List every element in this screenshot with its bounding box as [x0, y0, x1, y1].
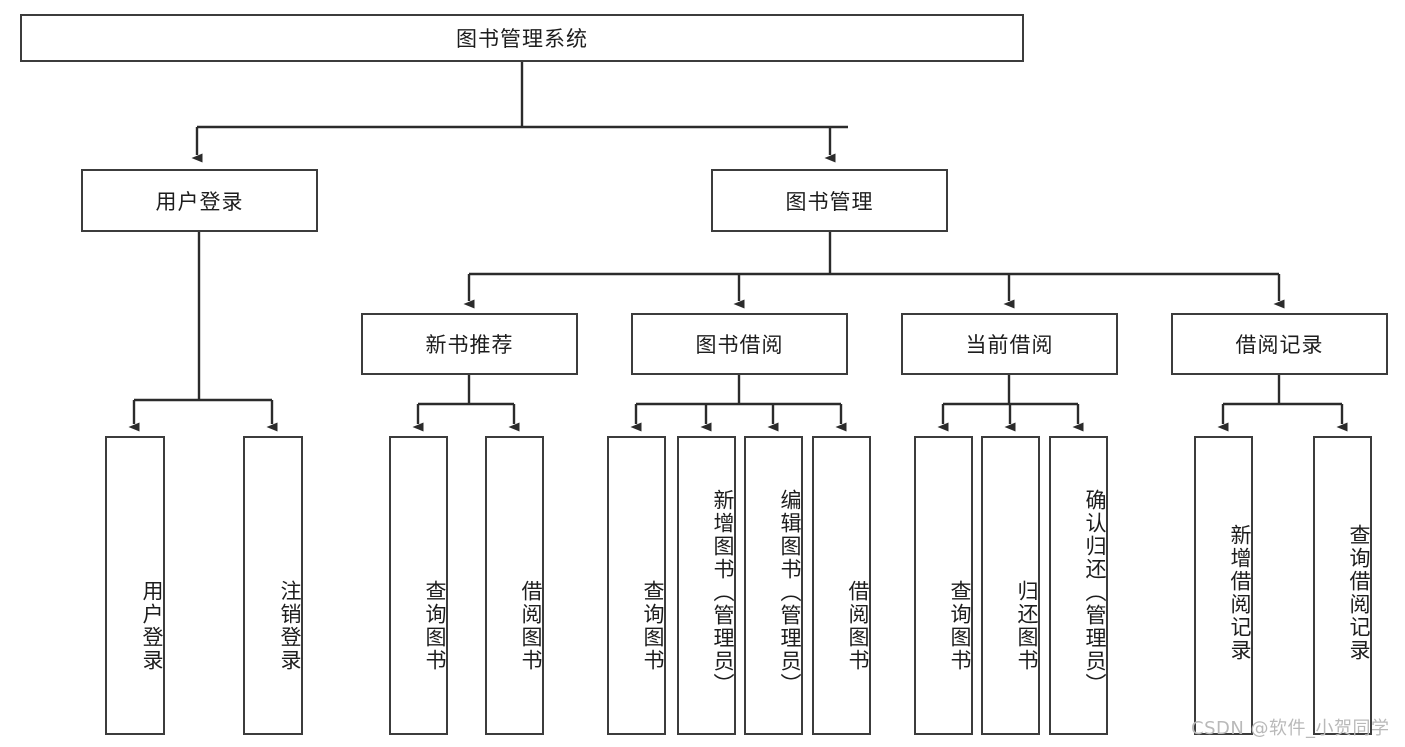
node-label: 编辑图书（管理员）	[778, 489, 802, 696]
watermark-csdn: CSDN @软件_小贺同学	[1191, 718, 1390, 739]
node-book-borrow[interactable]: 图书借阅	[631, 313, 848, 375]
node-new-book-recommend[interactable]: 新书推荐	[361, 313, 578, 375]
leaf-book-borrow-edit[interactable]: 编辑图书（管理员）	[744, 436, 803, 735]
node-label: 当前借阅	[965, 333, 1054, 357]
node-user-login[interactable]: 用户登录	[81, 169, 318, 232]
node-label: 确认归还（管理员）	[1083, 489, 1107, 696]
node-label: 查询图书	[641, 579, 665, 672]
node-label: 查询借阅记录	[1347, 523, 1371, 662]
node-label: 用户登录	[140, 579, 164, 672]
node-label: 借阅图书	[519, 579, 543, 672]
leaf-borrow-record-add[interactable]: 新增借阅记录	[1194, 436, 1253, 735]
node-book-management[interactable]: 图书管理	[711, 169, 948, 232]
leaf-current-borrow-query[interactable]: 查询图书	[914, 436, 973, 735]
node-label: 借阅图书	[846, 579, 870, 672]
node-root-system[interactable]: 图书管理系统	[20, 14, 1024, 62]
node-label: 新增图书（管理员）	[711, 489, 735, 696]
leaf-borrow-record-query[interactable]: 查询借阅记录	[1313, 436, 1372, 735]
node-label: 注销登录	[278, 579, 302, 672]
node-borrow-record[interactable]: 借阅记录	[1171, 313, 1388, 375]
node-label: 归还图书	[1015, 579, 1039, 672]
node-label: 图书借阅	[695, 333, 784, 357]
leaf-current-borrow-confirm-return[interactable]: 确认归还（管理员）	[1049, 436, 1108, 735]
leaf-book-borrow-borrow[interactable]: 借阅图书	[812, 436, 871, 735]
leaf-user-login-login[interactable]: 用户登录	[105, 436, 165, 735]
node-label: 查询图书	[423, 579, 447, 672]
node-current-borrow[interactable]: 当前借阅	[901, 313, 1118, 375]
leaf-user-login-logout[interactable]: 注销登录	[243, 436, 303, 735]
leaf-current-borrow-return[interactable]: 归还图书	[981, 436, 1040, 735]
leaf-new-book-query[interactable]: 查询图书	[389, 436, 448, 735]
node-label: 新增借阅记录	[1228, 523, 1252, 662]
node-label: 图书管理	[785, 189, 874, 214]
node-label: 图书管理系统	[456, 27, 588, 51]
node-label: 新书推荐	[425, 333, 514, 357]
leaf-new-book-borrow[interactable]: 借阅图书	[485, 436, 544, 735]
node-label: 用户登录	[155, 189, 244, 214]
node-label: 查询图书	[948, 579, 972, 672]
node-label: 借阅记录	[1235, 333, 1324, 357]
leaf-book-borrow-query[interactable]: 查询图书	[607, 436, 666, 735]
leaf-book-borrow-add[interactable]: 新增图书（管理员）	[677, 436, 736, 735]
